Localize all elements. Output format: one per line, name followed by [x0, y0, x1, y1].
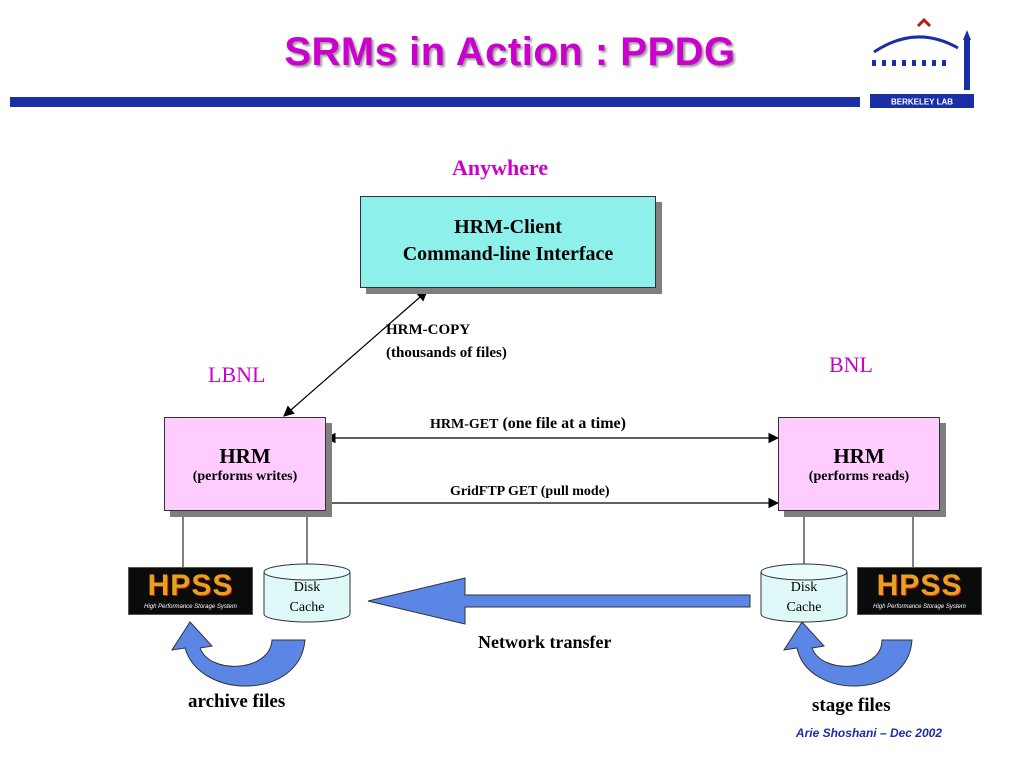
hrm-lbnl-title: HRM — [219, 444, 271, 468]
title-underline — [10, 97, 860, 107]
gridftp-label: GridFTP GET (pull mode) — [450, 484, 610, 499]
hpss-lbnl-logo-text: HPSS — [147, 569, 234, 602]
hrm-copy-sublabel: (thousands of files) — [386, 345, 507, 361]
disk-cache-lbnl-line1: Disk — [293, 580, 321, 595]
disk-cache-bnl-line2: Cache — [786, 600, 822, 615]
hpss-bnl-logo-subtitle: High Performance Storage System — [873, 604, 966, 610]
stage-curved-arrow — [782, 621, 913, 687]
archive-curved-arrow — [170, 621, 306, 687]
hpss-bnl-logo: HPSS High Performance Storage System — [857, 567, 982, 615]
hrm-lbnl-box: HRM (performs writes) — [164, 417, 326, 511]
hrm-copy-label: HRM-COPY — [386, 322, 471, 338]
page-title: SRMs in Action : PPDG — [284, 30, 736, 74]
disk-cache-bnl-label: Disk Cache — [761, 578, 847, 618]
hrm-bnl-title: HRM — [833, 444, 885, 468]
disk-cache-lbnl-line2: Cache — [289, 600, 325, 615]
hrm-client-subtitle: Command-line Interface — [402, 243, 614, 265]
disk-cache-bnl-line1: Disk — [790, 580, 818, 595]
footer-credit: Arie Shoshani – Dec 2002 — [795, 726, 942, 740]
hpss-bnl-logo-text: HPSS — [876, 569, 963, 602]
archive-files-caption: archive files — [188, 691, 286, 712]
disk-cache-lbnl-label: Disk Cache — [264, 578, 350, 618]
hrm-get-label: HRM-GET (one file at a time) — [430, 415, 626, 433]
hrm-get-prefix: HRM-GET — [430, 417, 499, 432]
site-label-lbnl: LBNL — [208, 362, 266, 387]
hrm-get-suffix: (one file at a time) — [502, 415, 626, 432]
hrm-lbnl-subtitle: (performs writes) — [192, 469, 298, 484]
hrm-client-box: HRM-Client Command-line Interface — [360, 196, 656, 288]
left-disk-cache-cylinder — [263, 563, 351, 623]
logo-text: BERKELEY LAB — [891, 98, 953, 107]
hrm-client-title: HRM-Client — [454, 216, 562, 238]
hrm-bnl-subtitle: (performs reads) — [808, 469, 910, 484]
network-transfer-arrow — [367, 577, 751, 625]
network-transfer-label: Network transfer — [478, 632, 612, 652]
stage-files-caption: stage files — [812, 695, 891, 716]
hpss-lbnl-logo: HPSS High Performance Storage System — [128, 567, 253, 615]
site-label-anywhere: Anywhere — [452, 155, 549, 180]
hrm-copy-arrow — [283, 290, 428, 417]
right-disk-cache-cylinder — [760, 563, 848, 623]
hrm-bnl-box: HRM (performs reads) — [778, 417, 940, 511]
site-label-bnl: BNL — [829, 352, 873, 377]
hpss-lbnl-logo-subtitle: High Performance Storage System — [144, 604, 237, 610]
berkeley-lab-logo: BERKELEY LAB — [870, 18, 974, 108]
